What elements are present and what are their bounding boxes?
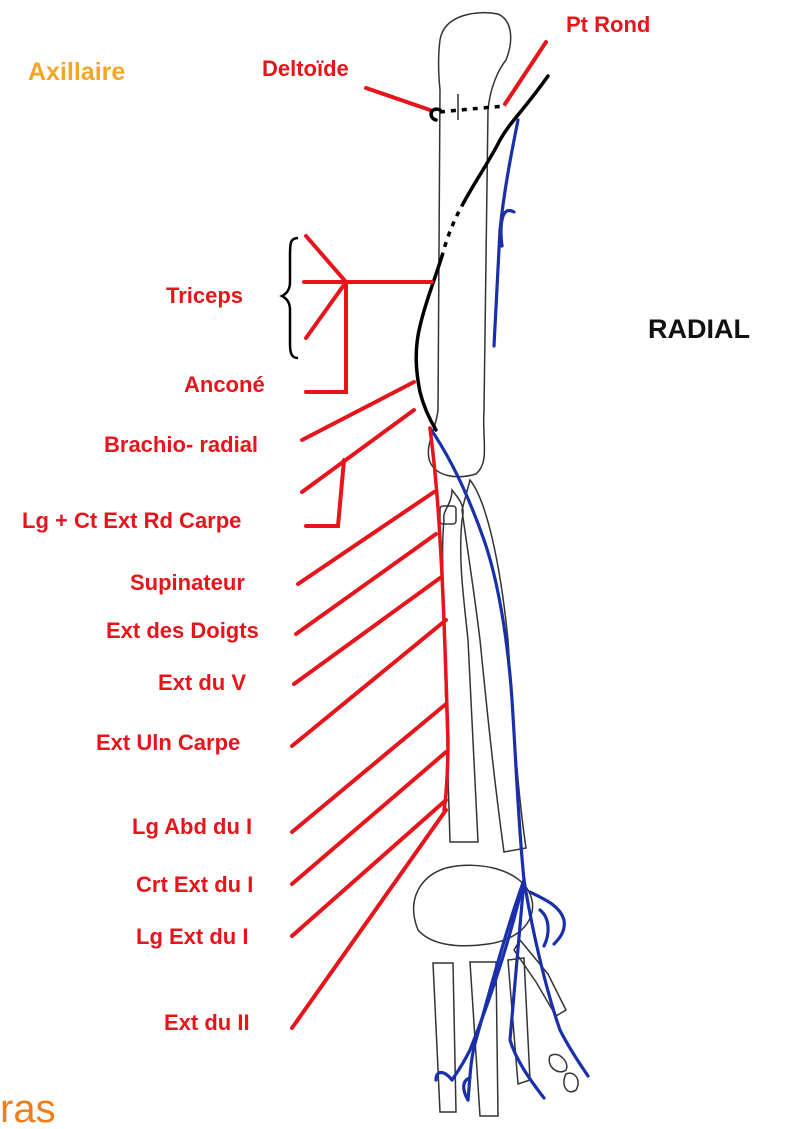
triceps-branch-lower: [306, 282, 346, 338]
radial-nerve-trunk: [416, 76, 548, 430]
triceps-brace-icon: [282, 238, 298, 358]
ext-des-doigts-label: Ext des Doigts: [106, 618, 259, 643]
triceps-branch-upper: [306, 236, 346, 282]
thumb-side-twig: [540, 910, 548, 946]
radial-nerve-dashed: [442, 202, 464, 256]
ext-rd-carpe-stem: [306, 460, 344, 526]
deltoide-branch-line: [366, 88, 430, 110]
motor-branch-lines: [292, 42, 546, 1028]
metacarpal-bone-1: [433, 963, 456, 1112]
lg-abd-du-i-label: Lg Abd du I: [132, 814, 252, 839]
upper-arm-cutaneous-twig: [501, 211, 514, 246]
ext-du-ii-branch-line: [292, 810, 446, 1028]
ext-du-ii-label: Ext du II: [164, 1010, 250, 1035]
ext-du-v-branch-line: [294, 578, 440, 684]
deltoide-hook-icon: [431, 109, 440, 120]
thumb-tip-bone: [564, 1073, 578, 1092]
radial-title: RADIAL: [648, 314, 750, 344]
triceps-label: Triceps: [166, 283, 243, 308]
sensory-branches: [430, 120, 588, 1100]
supinateur-label: Supinateur: [130, 570, 245, 595]
footer-partial-text: ras: [0, 1087, 56, 1129]
pt-rond-branch-line: [505, 42, 546, 104]
ext-du-v-label: Ext du V: [158, 670, 246, 695]
ancone-label: Anconé: [184, 372, 265, 397]
pt-rond-label: Pt Rond: [566, 12, 650, 37]
deltoide-label: Deltoïde: [262, 56, 349, 81]
axillaire-title: Axillaire: [28, 58, 125, 86]
supinateur-branch-line: [298, 492, 434, 584]
lg-ext-du-i-label: Lg Ext du I: [136, 924, 248, 949]
crt-ext-du-i-label: Crt Ext du I: [136, 872, 253, 897]
lg-ct-ext-rd-carpe-label: Lg + Ct Ext Rd Carpe: [22, 508, 241, 533]
finger-phalanx: [549, 1054, 567, 1071]
ext-doigts-branch-line: [296, 534, 436, 634]
upper-arm-cutaneous-branch: [494, 120, 518, 346]
ext-uln-carpe-label: Ext Uln Carpe: [96, 730, 240, 755]
triceps-ancone-stem: [306, 282, 346, 392]
thumb-bones: [514, 940, 566, 1016]
axillary-nerve-dotted: [440, 106, 506, 112]
brachio-radial-branch-line: [302, 410, 414, 492]
ext-uln-carpe-branch-line: [292, 620, 446, 746]
lg-abd-branch-line: [292, 704, 446, 832]
radius-head: [440, 506, 456, 524]
arm-bones: [414, 13, 578, 1116]
brachio-radial-label: Brachio- radial: [104, 432, 258, 457]
